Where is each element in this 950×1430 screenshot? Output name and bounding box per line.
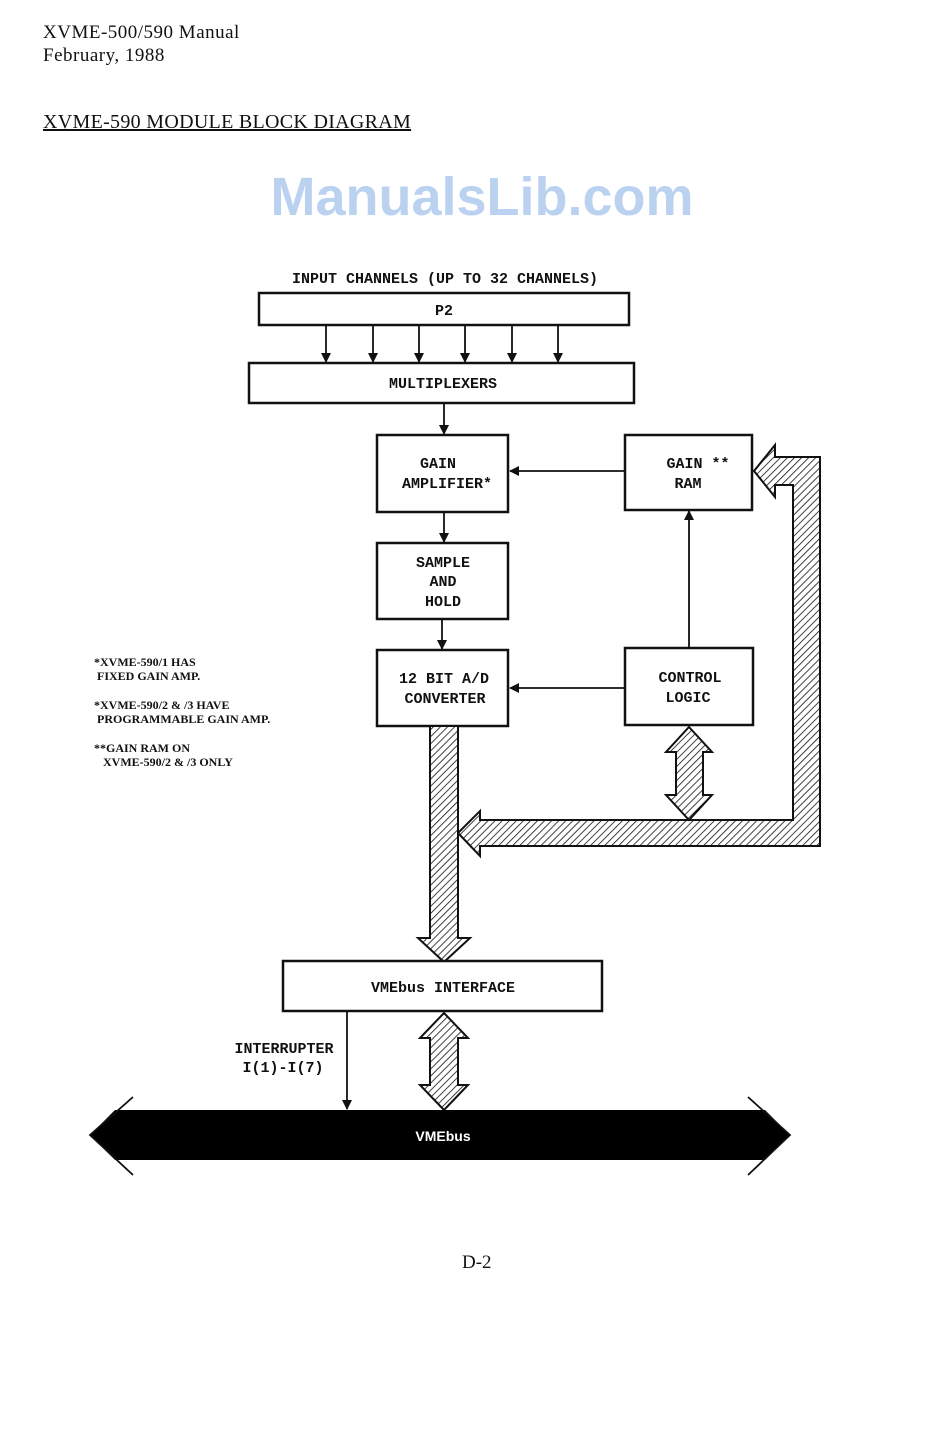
manual-title: XVME-500/590 Manual — [43, 22, 240, 43]
gain-ram-box — [623, 433, 754, 512]
control-logic-label-1: CONTROL — [658, 670, 721, 687]
vmebus-interface-box — [281, 959, 604, 1013]
note-programmable-gain: *XVME-590/2 & /3 HAVE PROGRAMMABLE GAIN … — [94, 698, 271, 726]
p2-label: P2 — [435, 303, 453, 320]
control-logic-bus-arrow — [663, 725, 715, 822]
sample-hold-label-1: SAMPLE — [416, 555, 470, 572]
adc-label-1: 12 BIT A/D — [399, 671, 489, 688]
channel-arrows — [321, 325, 563, 363]
multiplexers-box — [247, 361, 636, 405]
multiplexers-label: MULTIPLEXERS — [389, 376, 497, 393]
vmebus-bar — [88, 1096, 792, 1176]
sample-hold-label-2: AND — [429, 574, 456, 591]
note-fixed-gain: *XVME-590/1 HAS FIXED GAIN AMP. — [94, 655, 201, 683]
adc-box — [375, 648, 510, 728]
control-logic-box — [623, 646, 755, 727]
gain-amplifier-label-2: AMPLIFIER* — [402, 476, 492, 493]
note-gain-ram: **GAIN RAM ON XVME-590/2 & /3 ONLY — [94, 741, 233, 769]
gain-ram-label-1: GAIN ** — [666, 456, 729, 473]
page-number: D-2 — [462, 1252, 492, 1273]
interrupter-label-2: I(1)-I(7) — [242, 1060, 323, 1077]
vmebus-interface-label: VMEbus INTERFACE — [371, 980, 515, 997]
page-title: XVME-590 MODULE BLOCK DIAGRAM — [43, 111, 412, 133]
gain-amplifier-box — [375, 433, 510, 514]
manual-date: February, 1988 — [43, 45, 165, 66]
interface-bus-arrow — [417, 1011, 471, 1112]
adc-label-2: CONVERTER — [404, 691, 485, 708]
vmebus-label: VMEbus — [415, 1128, 470, 1144]
interrupter-label-1: INTERRUPTER — [234, 1041, 333, 1058]
watermark: ManualsLib.com — [270, 167, 693, 227]
gain-ram-label-2: RAM — [674, 476, 701, 493]
sample-hold-label-3: HOLD — [425, 594, 461, 611]
gain-amplifier-label-1: GAIN — [420, 456, 456, 473]
internal-data-bus — [456, 442, 821, 859]
adc-output-bus-arrow — [415, 725, 473, 964]
control-logic-label-2: LOGIC — [665, 690, 710, 707]
p2-connector-box — [257, 291, 631, 327]
input-channels-label: INPUT CHANNELS (UP TO 32 CHANNELS) — [292, 271, 598, 288]
